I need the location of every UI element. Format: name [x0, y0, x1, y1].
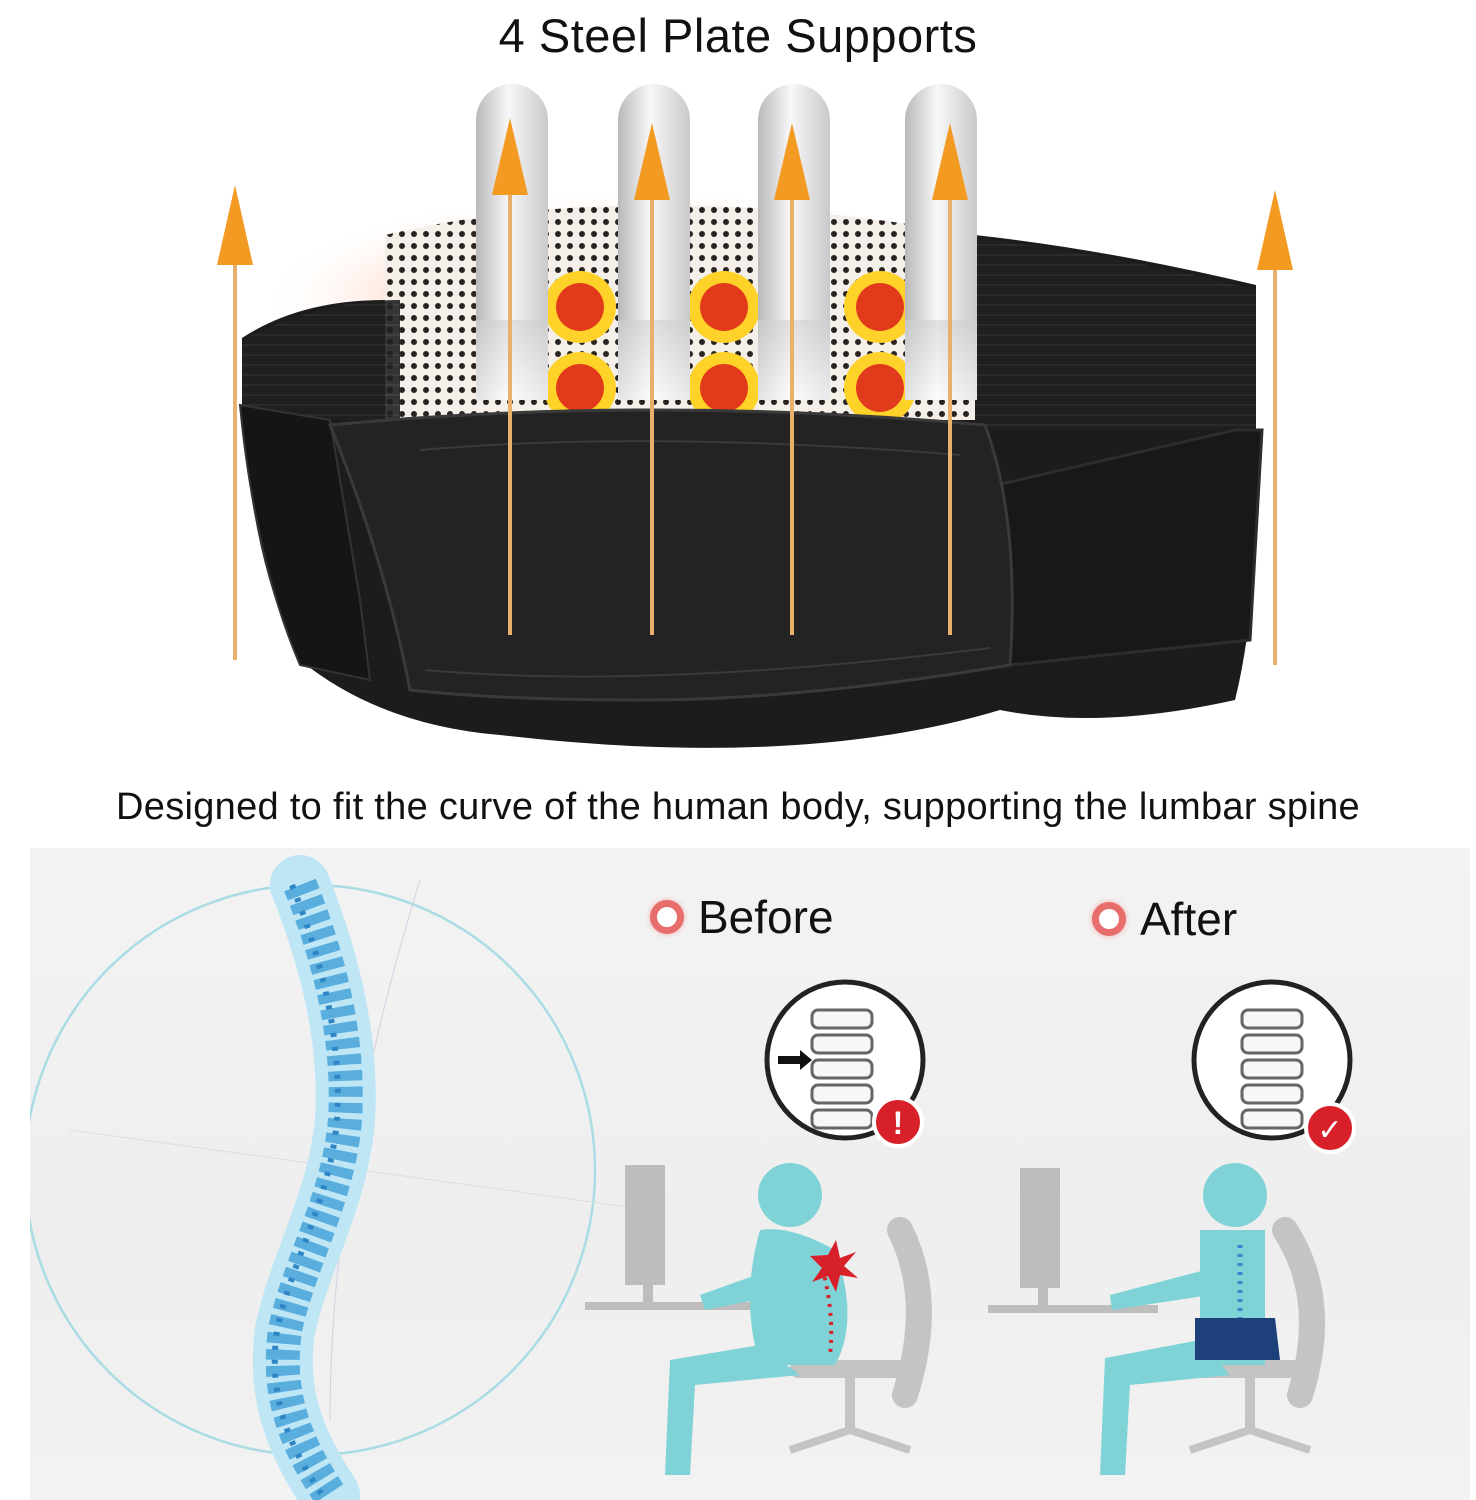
spine-illustration — [252, 855, 376, 1500]
belt-illustration — [0, 70, 1476, 780]
before-label-text: Before — [698, 891, 834, 943]
before-label: Before — [650, 890, 834, 944]
before-spine-detail: ! — [764, 979, 926, 1148]
target-dot-icon — [1092, 902, 1126, 936]
after-label-text: After — [1140, 893, 1238, 945]
posture-comparison-panel: ! ✓ — [30, 848, 1470, 1500]
after-spine-detail: ✓ — [1191, 979, 1356, 1154]
target-dot-icon — [650, 900, 684, 934]
check-icon: ✓ — [1304, 1102, 1356, 1154]
after-posture-scene — [988, 1163, 1325, 1475]
caption: Designed to fit the curve of the human b… — [116, 786, 1360, 828]
alert-icon: ! — [872, 1096, 924, 1148]
page-title: 4 Steel Plate Supports — [498, 9, 978, 62]
before-posture-scene — [585, 1163, 932, 1475]
svg-text:!: ! — [893, 1105, 904, 1141]
heat-pad-icons — [544, 271, 916, 424]
arrow-up-icon — [217, 118, 1293, 665]
svg-text:✓: ✓ — [1317, 1113, 1342, 1148]
after-label: After — [1092, 892, 1237, 946]
